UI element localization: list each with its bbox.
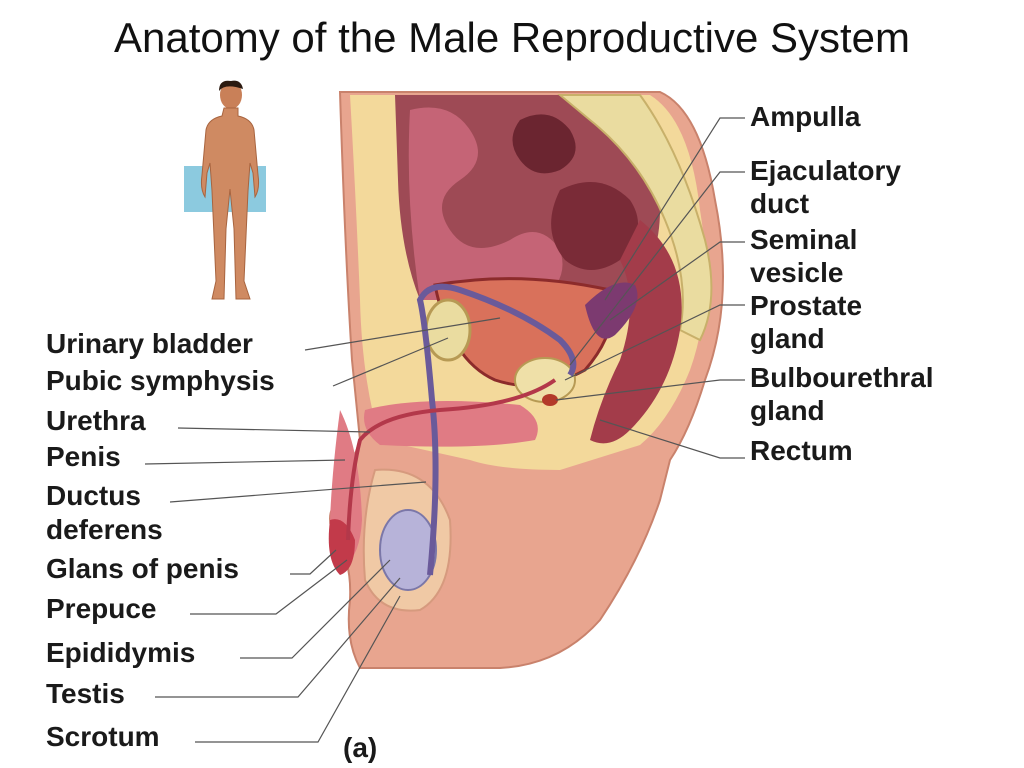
label-epididymis: Epididymis xyxy=(46,637,196,668)
label-prostate-gland-line2: gland xyxy=(750,323,825,354)
intestine-loop xyxy=(512,114,576,174)
seminal-vesicle-shape xyxy=(585,282,638,339)
label-glans-of-penis: Glans of penis xyxy=(46,553,239,584)
leader-prostate xyxy=(564,304,745,381)
leader-ejaculatory-duct xyxy=(569,171,745,366)
label-pubic-symphysis: Pubic symphysis xyxy=(46,365,275,396)
leader-urinary-bladder xyxy=(304,317,501,351)
leader-urethra xyxy=(177,427,371,433)
label-ampulla: Ampulla xyxy=(750,101,861,132)
leader-bulbourethral xyxy=(555,379,745,401)
leader-prepuce xyxy=(190,559,348,615)
ductus-deferens-tube xyxy=(416,283,577,576)
leader-pubic-symphysis xyxy=(332,337,449,387)
sacrum xyxy=(557,94,713,342)
label-bulbourethral-gland-line2: gland xyxy=(750,395,825,426)
label-penis: Penis xyxy=(46,441,121,472)
leader-ductus-deferens xyxy=(169,481,427,503)
label-ejaculatory-duct-line2: duct xyxy=(750,188,810,219)
penis-corpus xyxy=(364,401,538,447)
label-urinary-bladder: Urinary bladder xyxy=(46,328,253,359)
label-seminal-vesicle-line1: Seminal xyxy=(750,224,858,255)
cross-section xyxy=(328,91,724,669)
leader-rectum xyxy=(599,419,745,459)
label-seminal-vesicle-line2: vesicle xyxy=(750,257,844,288)
figure-body xyxy=(200,107,260,300)
label-urethra: Urethra xyxy=(46,405,146,436)
leader-seminal-vesicle xyxy=(609,241,745,321)
label-ductus-deferens-line2: deferens xyxy=(46,514,163,545)
label-prepuce: Prepuce xyxy=(46,593,157,624)
pubic-symphysis-shape xyxy=(424,298,472,362)
label-ejaculatory-duct-line1: Ejaculatory xyxy=(750,155,901,186)
leader-ampulla xyxy=(604,117,745,301)
page-title: Anatomy of the Male Reproductive System xyxy=(113,14,911,61)
label-rectum: Rectum xyxy=(750,435,853,466)
label-testis: Testis xyxy=(46,678,125,709)
leader-scrotum xyxy=(195,595,401,743)
label-scrotum: Scrotum xyxy=(46,721,160,752)
urethra-tube xyxy=(346,378,557,541)
panel-label: (a) xyxy=(343,732,378,763)
intestine-loop xyxy=(551,182,638,270)
label-ductus-deferens-line1: Ductus xyxy=(46,480,141,511)
leader-penis xyxy=(144,459,346,465)
bulbourethral-shape xyxy=(542,394,558,406)
leader-testis xyxy=(155,577,401,698)
figure-head xyxy=(220,81,242,109)
label-bulbourethral-gland-line1: Bulbourethral xyxy=(750,362,934,393)
testis-shape xyxy=(379,509,437,591)
leader-lines xyxy=(144,117,745,743)
figure-hair xyxy=(219,80,243,91)
leader-epididymis xyxy=(240,559,391,659)
label-prostate-gland-line1: Prostate xyxy=(750,290,863,321)
reference-figure xyxy=(184,80,266,300)
intestines xyxy=(408,107,563,300)
leader-glans xyxy=(290,549,337,575)
